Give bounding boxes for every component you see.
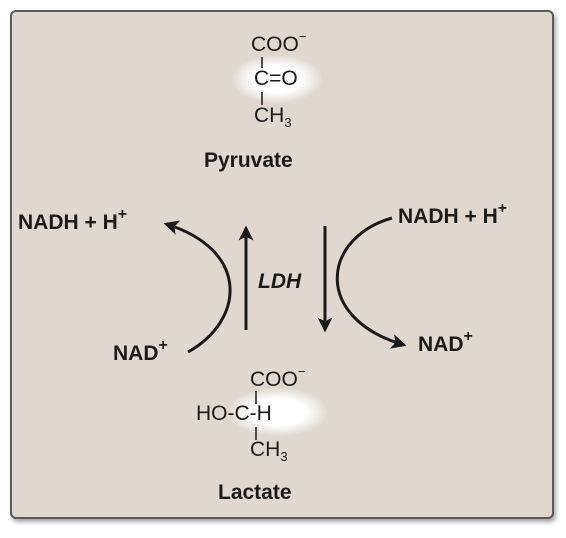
arrow-right-curve: [335, 216, 407, 349]
arrow-left-curve: [163, 220, 232, 354]
lactate-hydroxy-carbon: HO-C-H: [196, 402, 272, 425]
lactate-methyl: CH3: [250, 438, 288, 464]
pyruvate-methyl: CH3: [254, 104, 292, 130]
lactate-label: Lactate: [218, 481, 292, 504]
enzyme-label: LDH: [258, 270, 302, 293]
lactate-carbon-highlight: [228, 388, 328, 436]
pyruvate-carbonyl: C=O: [254, 67, 298, 90]
cofactor-right-bottom: NAD+: [418, 328, 473, 357]
lactate-carboxylate: COO−: [250, 364, 306, 391]
pyruvate-carboxylate: COO−: [251, 29, 307, 56]
cofactor-right-top: NADH + H+: [398, 200, 508, 229]
cofactor-left-top: NADH + H+: [18, 206, 128, 235]
pyruvate-carbonyl-highlight: [232, 55, 322, 103]
cofactor-left-bottom: NAD+: [113, 337, 168, 366]
pyruvate-label: Pyruvate: [204, 149, 293, 172]
